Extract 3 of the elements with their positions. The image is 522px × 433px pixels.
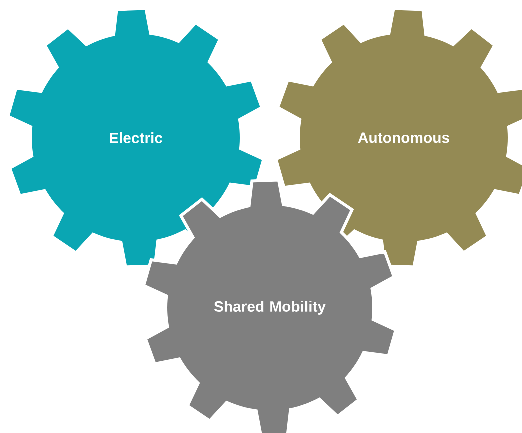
gear: Shared Mobility	[142, 178, 398, 433]
gear: Electric	[10, 10, 262, 266]
gear: Autonomous	[278, 10, 522, 266]
